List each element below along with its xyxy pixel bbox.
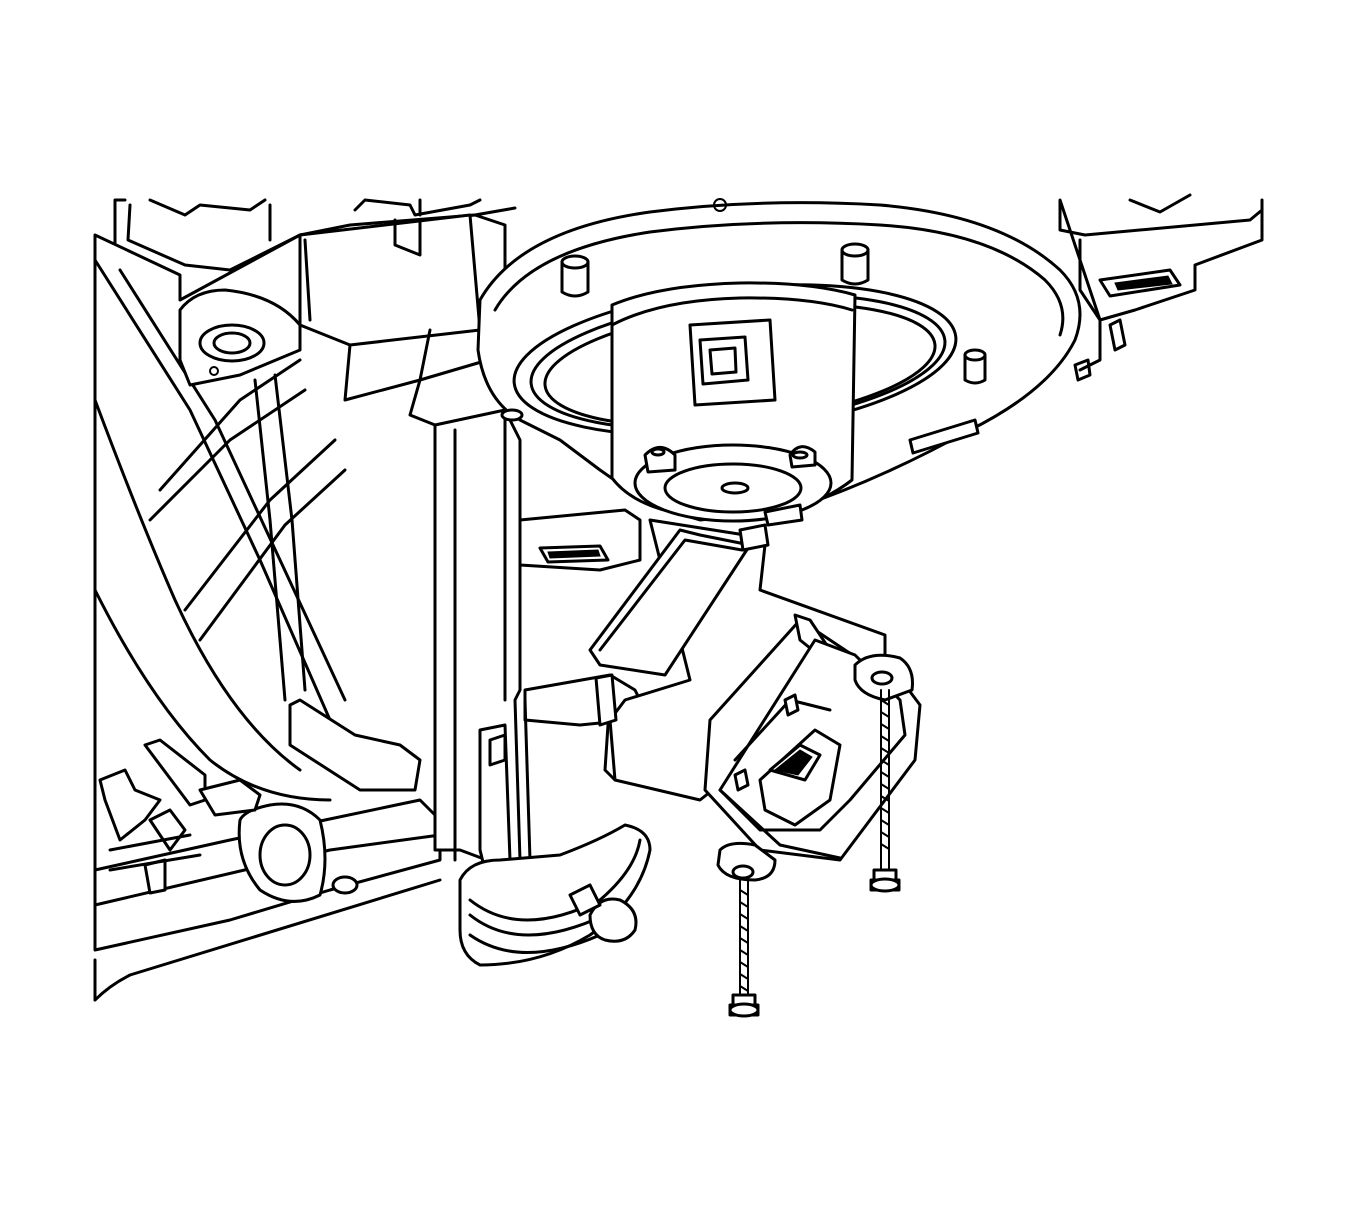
center-duct — [433, 408, 642, 872]
screw-left — [728, 879, 760, 1018]
hvac-case-right — [1058, 193, 1264, 372]
blower-motor-housing — [476, 198, 1092, 527]
screw-right — [869, 689, 901, 893]
blower-resistor-bracket — [588, 518, 887, 802]
lower-flange — [458, 823, 652, 967]
blower-motor-resistor — [703, 613, 922, 882]
hvac-case-left — [93, 198, 517, 1002]
